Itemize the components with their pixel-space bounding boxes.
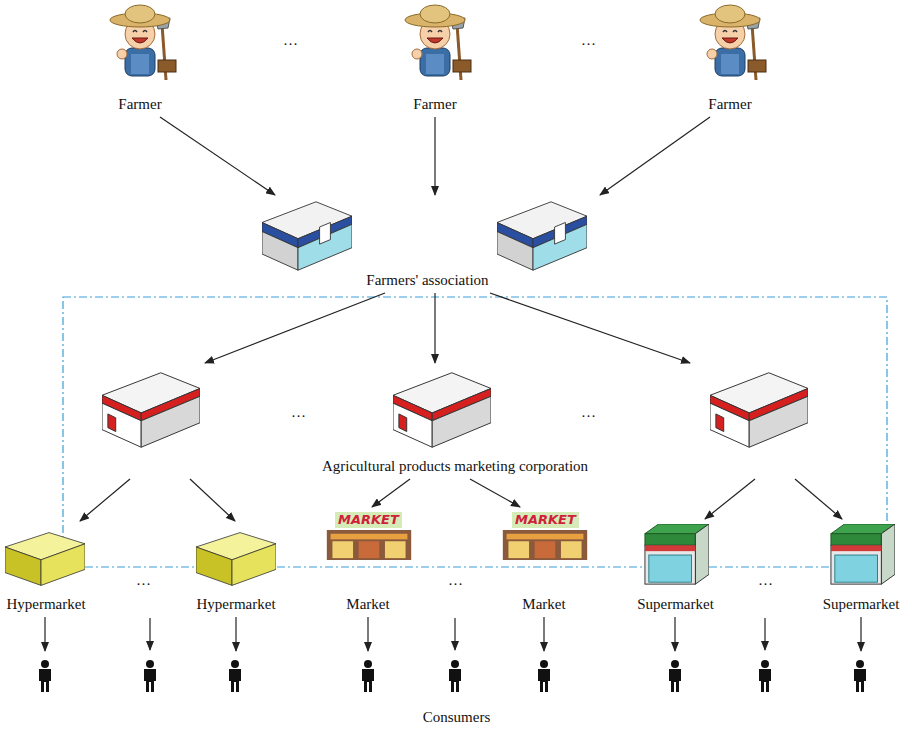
- flow-arrow: [675, 617, 676, 651]
- node-label: Supermarket: [823, 596, 900, 613]
- ellipsis: …: [283, 32, 298, 49]
- arrow-line: [205, 293, 385, 363]
- arrow-line: [674, 617, 675, 651]
- supermarket-node: Supermarket: [628, 520, 723, 614]
- flow-arrow: [372, 479, 410, 507]
- arrow-line: [235, 617, 236, 651]
- flow-arrow: [80, 479, 130, 521]
- node-label: Farmer: [118, 96, 161, 113]
- ellipsis: …: [758, 572, 773, 589]
- supermarket-node: Supermarket: [812, 520, 910, 614]
- flow-arrow: [45, 617, 46, 651]
- arrow-line: [470, 479, 520, 507]
- flow-arrow: [705, 479, 755, 519]
- flow-arrow: [205, 293, 690, 363]
- hypermarket-node: Hypermarket: [190, 522, 282, 614]
- ellipsis: …: [136, 572, 151, 589]
- arrow-line: [543, 617, 544, 651]
- arrow-line: [795, 479, 842, 519]
- arrow-line: [705, 479, 755, 519]
- node-label: Agricultural products marketing corporat…: [322, 458, 588, 475]
- node-label: Market: [522, 596, 565, 613]
- node-label: Farmer: [708, 96, 751, 113]
- ellipsis: …: [581, 404, 596, 421]
- market-sign: MARKET: [335, 512, 402, 528]
- arrow-line: [372, 479, 410, 507]
- arrow-line: [434, 117, 435, 195]
- node-label: Hypermarket: [6, 596, 85, 613]
- arrow-line: [80, 479, 130, 521]
- ellipsis: …: [581, 32, 596, 49]
- flow-arrow: [236, 617, 237, 651]
- arrow-line: [860, 617, 861, 651]
- flow-arrow: [600, 117, 710, 195]
- flow-arrow: [368, 617, 369, 651]
- association-node: Farmers' association: [255, 196, 600, 290]
- market-sign: MARKET: [512, 512, 579, 528]
- node-label: Supermarket: [637, 596, 714, 613]
- farmer-node: Farmer: [390, 2, 480, 114]
- farmer-node: Farmer: [685, 2, 775, 114]
- flow-arrow: [544, 617, 545, 651]
- arrow-line: [600, 117, 710, 195]
- ellipsis: …: [448, 572, 463, 589]
- node-label: Farmer: [413, 96, 456, 113]
- arrow-line: [367, 617, 368, 651]
- arrow-line: [160, 117, 275, 195]
- consumers-node: Consumers: [10, 652, 903, 727]
- arrow-line: [434, 293, 435, 363]
- arrow-line: [44, 617, 45, 651]
- ellipsis: …: [291, 404, 306, 421]
- farmer-node: Farmer: [95, 2, 185, 114]
- flow-arrow: [190, 479, 235, 521]
- flow-arrow: [795, 479, 842, 519]
- node-label: Consumers: [423, 709, 491, 726]
- hypermarket-node: Hypermarket: [2, 522, 90, 614]
- node-label: Farmers' association: [366, 272, 488, 289]
- arrow-line: [190, 479, 235, 521]
- flow-arrow: [160, 117, 275, 195]
- flow-arrow: [435, 117, 436, 195]
- flow-arrow: [861, 617, 862, 651]
- node-label: Hypermarket: [196, 596, 275, 613]
- node-label: Market: [346, 596, 389, 613]
- flow-arrow: [470, 479, 520, 507]
- arrow-line: [490, 293, 690, 363]
- corporation-node: Agricultural products marketing corporat…: [95, 364, 815, 476]
